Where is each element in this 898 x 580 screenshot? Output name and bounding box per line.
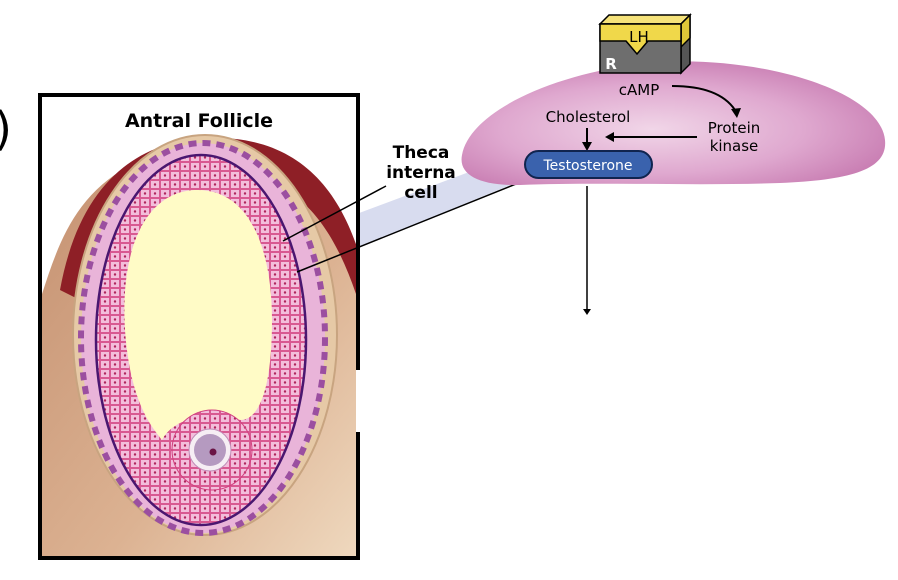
lh-block (599, 23, 682, 56)
oocyte-nucleus (209, 448, 217, 456)
protein-kinase-label-line1: Protein (708, 119, 761, 137)
callout-label-line1: Theca (393, 143, 450, 163)
protein-kinase-label-line2: kinase (710, 137, 759, 155)
receptor-label: R (605, 55, 617, 73)
camp-label: cAMP (619, 81, 660, 99)
follicle-panel: Antral Follicle (38, 93, 360, 560)
arrowhead (731, 108, 741, 118)
arrowhead (582, 142, 592, 151)
camp-to-kinase-arrow (671, 85, 736, 111)
panel-border (38, 93, 360, 560)
panel-letter-fragment: ) (0, 102, 12, 156)
callout-label-line2: interna (386, 163, 456, 183)
callout-line-lower (296, 179, 527, 273)
lh-receptor-complex: LH R (598, 13, 692, 75)
arrowhead (605, 132, 614, 142)
arrowhead (583, 309, 591, 315)
callout-line-upper (282, 185, 387, 242)
follicle-panel-title: Antral Follicle (125, 110, 273, 132)
cholesterol-label: Cholesterol (546, 108, 631, 126)
lh-label: LH (629, 28, 649, 46)
antrum (124, 189, 273, 440)
testosterone-pill: Testosterone (524, 150, 653, 179)
callout-label-line3: cell (404, 183, 437, 203)
oocyte (194, 434, 226, 466)
testosterone-label: Testosterone (542, 158, 632, 174)
